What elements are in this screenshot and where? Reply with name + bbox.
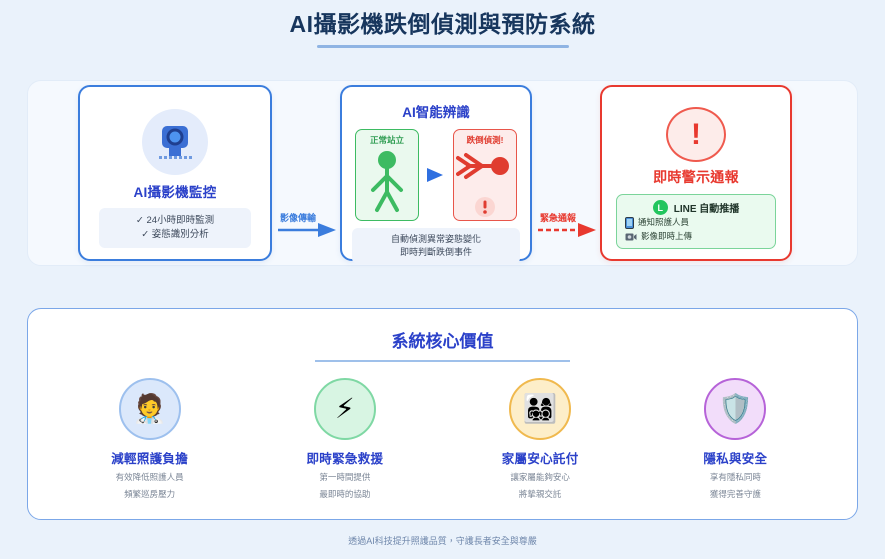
mobile-phone-icon [625,216,634,229]
pose-normal-label: 正常站立 [369,135,404,145]
arrow-emergency-alert: 緊急通報 [538,213,598,237]
value-title-reduce-care-burden: 減輕照護負擔 [111,452,189,466]
value-desc-line1-family-peace-of-mind: 讓家屬能夠安心 [510,472,570,482]
core-values-title: 系統核心價值 [391,332,494,351]
pose-fall-detected: 跌倒偵測! [453,129,517,221]
camera-feature-2: ✓ 姿態識別分析 [141,229,209,240]
exclamation-icon [475,197,495,217]
core-values-panel: 系統核心價值 🧑‍⚕️ 減輕照護負擔 有效降低照護人員 頻繁巡房壓力 ⚡ 即時緊… [27,308,858,520]
arrow-video-transfer-label: 影像傳輸 [280,213,317,223]
family-icon: 👨‍👩‍👧‍👦 [509,378,572,440]
ai-desc-line-1: 自動偵測異常姿態變化 [390,234,481,244]
line-notify-item-video-label: 影像即時上傳 [641,231,693,241]
line-logo-icon: L [652,200,668,215]
arrow-right-icon [427,168,443,182]
value-desc-line1-privacy-and-security: 享有隱私同時 [709,472,761,482]
value-desc-line2-privacy-and-security: 獲得完善守護 [709,489,761,499]
page-title: AI攝影機跌倒偵測與預防系統 [289,11,596,37]
arrow-video-transfer: 影像傳輸 [278,213,338,237]
value-item-reduce-care-burden[interactable]: 🧑‍⚕️ 減輕照護負擔 有效降低照護人員 頻繁巡房壓力 [65,378,235,501]
page-header: AI攝影機跌倒偵測與預防系統 [0,0,885,48]
video-camera-icon [142,109,208,175]
line-push-heading: LINE 自動推播 [673,204,740,215]
line-notify-item-video: 影像即時上傳 [625,230,767,243]
card-title-ai-recognition: AI智能辨識 [402,105,470,120]
ai-desc-line-2: 即時判斷跌倒事件 [399,247,472,257]
line-notify-item-caregiver-label: 通知照護人員 [638,217,690,227]
value-item-privacy-and-security[interactable]: 🛡️ 隱私與安全 享有隱私同時 獲得完善守護 [650,378,820,501]
ai-recognition-description: 自動偵測異常姿態變化 即時判斷跌倒事件 [352,228,520,264]
flow-card-ai-recognition[interactable]: AI智能辨識 正常站立 跌倒偵測! [340,85,532,264]
fallen-stick-figure-icon [456,153,509,179]
exclamation-icon: ! [666,107,726,162]
video-camera-icon [625,233,637,240]
card-title-camera: AI攝影機監控 [133,185,217,200]
value-desc-line2-family-peace-of-mind: 將摯親交託 [518,489,562,499]
camera-feature-box: ✓ 24小時即時監測 ✓ 姿態識別分析 [99,208,251,248]
pose-normal-standing: 正常站立 [355,129,419,221]
core-values-grid: 🧑‍⚕️ 減輕照護負擔 有效降低照護人員 頻繁巡房壓力 ⚡ 即時緊急救援 第一時… [28,378,857,501]
core-values-underline [315,360,570,362]
value-item-family-peace-of-mind[interactable]: 👨‍👩‍👧‍👦 家屬安心託付 讓家屬能夠安心 將摯親交託 [455,378,625,501]
flow-card-camera-monitoring[interactable]: AI攝影機監控 ✓ 24小時即時監測 ✓ 姿態識別分析 [78,85,272,261]
value-title-privacy-and-security: 隱私與安全 [703,452,768,466]
lightning-bolt-icon: ⚡ [313,378,376,440]
health-worker-icon: 🧑‍⚕️ [118,378,181,440]
value-desc-line2-reduce-care-burden: 頻繁巡房壓力 [124,489,176,499]
value-title-family-peace-of-mind: 家屬安心託付 [501,452,579,466]
line-notify-item-caregiver: 通知照護人員 [625,216,767,229]
value-desc-line1-reduce-care-burden: 有效降低照護人員 [115,472,184,482]
value-item-instant-emergency-rescue[interactable]: ⚡ 即時緊急救援 第一時間提供 最即時的協助 [260,378,430,501]
arrow-emergency-alert-label: 緊急通報 [540,213,577,223]
line-notification-box: L LINE 自動推播 通知照護人員 影像即時上傳 [616,194,776,249]
title-underline [316,45,569,48]
standing-stick-figure-icon [371,151,403,212]
pose-fall-label: 跌倒偵測! [466,135,504,145]
shield-icon: 🛡️ [704,378,767,440]
value-desc-line2-instant-emergency-rescue: 最即時的協助 [319,489,371,499]
flow-card-instant-alert[interactable]: ! 即時警示通報 L LINE 自動推播 通知照護人員 影像即時上 [600,85,792,261]
value-desc-line1-instant-emergency-rescue: 第一時間提供 [319,472,371,482]
camera-feature-1: ✓ 24小時即時監測 [135,215,215,226]
value-title-instant-emergency-rescue: 即時緊急救援 [306,452,384,466]
footer-note: 透過AI科技提升照護品質，守護長者安全與尊嚴 [348,536,537,546]
card-title-instant-alert: 即時警示通報 [653,169,739,185]
